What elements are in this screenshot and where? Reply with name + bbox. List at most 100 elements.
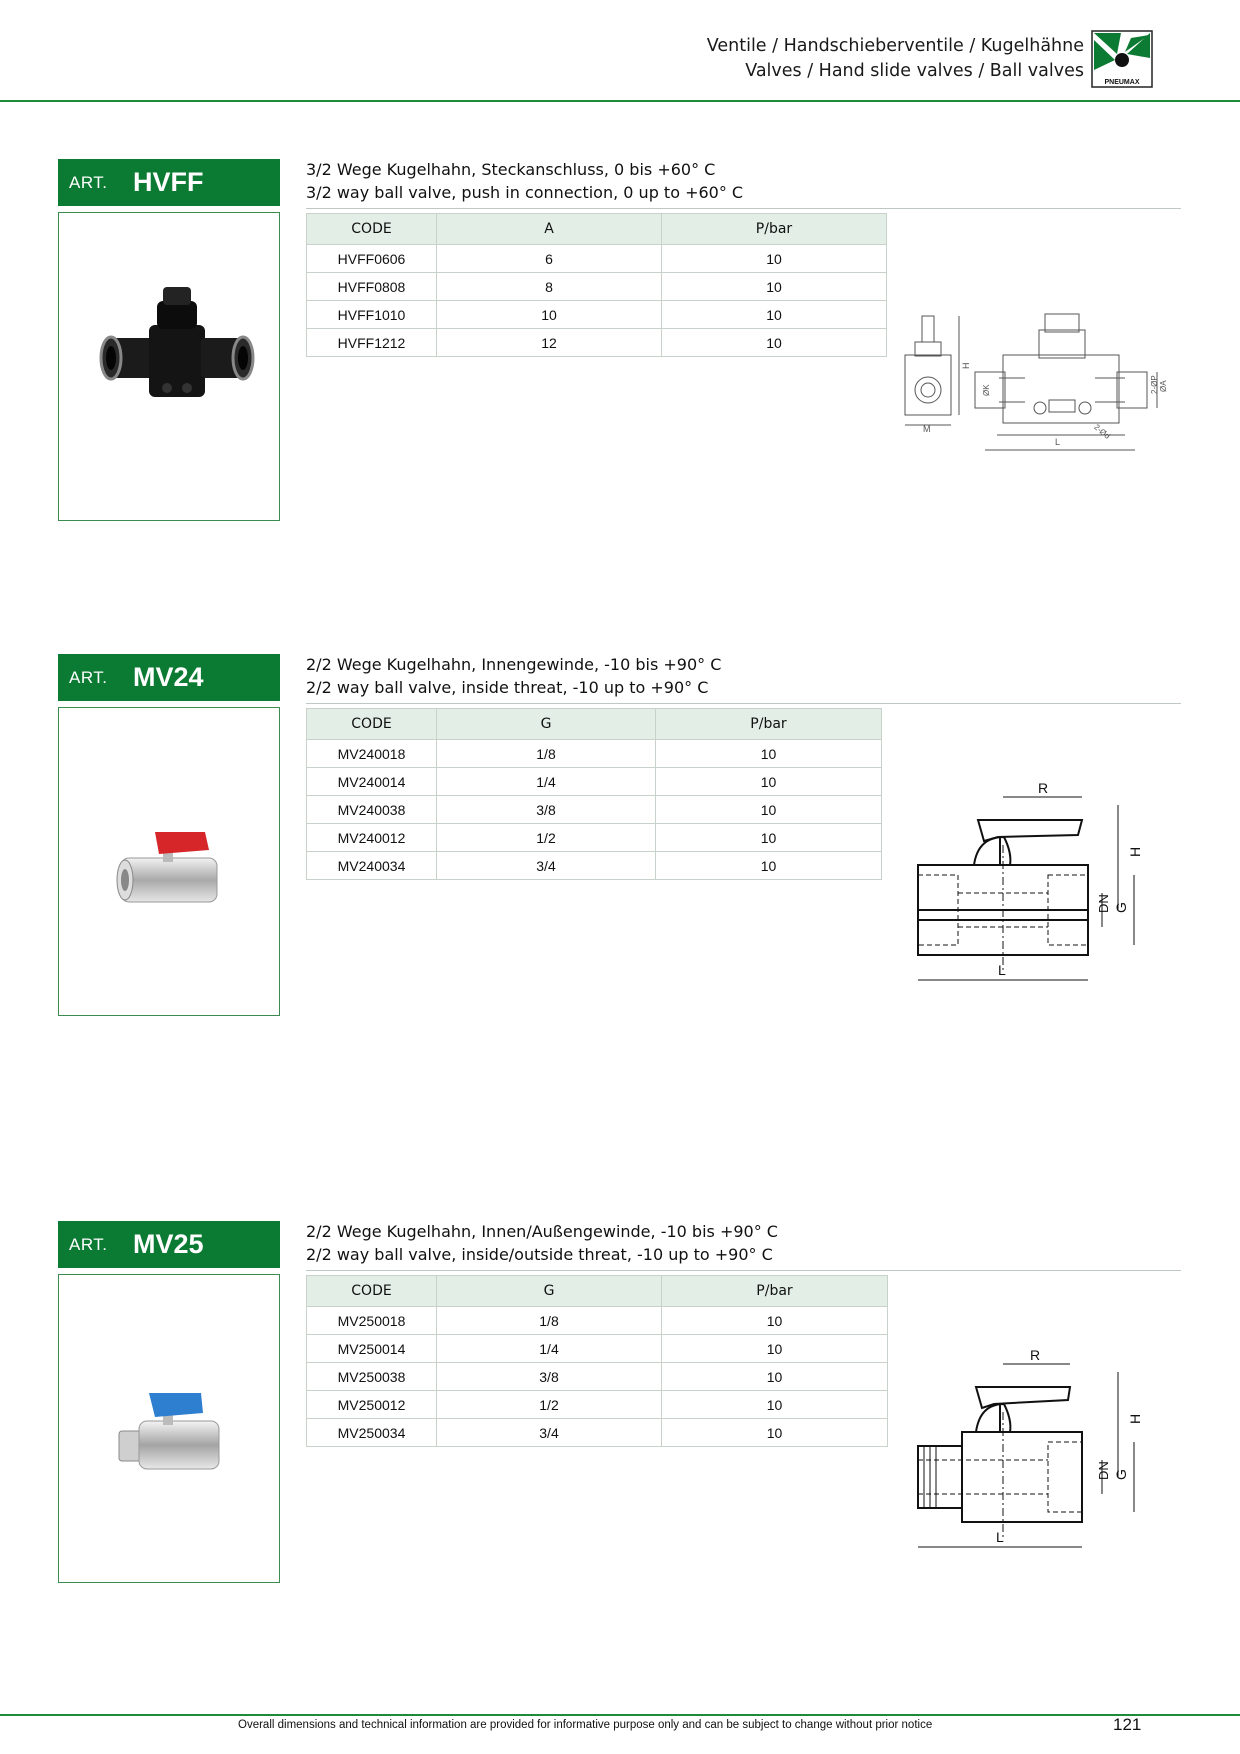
svg-text:DN: DN xyxy=(1096,1461,1111,1480)
svg-text:L: L xyxy=(998,962,1006,978)
cell-code: MV240038 xyxy=(306,795,437,824)
svg-text:R: R xyxy=(1030,1347,1040,1363)
svg-text:L: L xyxy=(1055,437,1060,447)
cell-value: 1/8 xyxy=(436,1306,662,1335)
description: 2/2 Wege Kugelhahn, Innengewinde, -10 bi… xyxy=(306,654,721,699)
description-de: 2/2 Wege Kugelhahn, Innen/Außengewinde, … xyxy=(306,1222,778,1241)
column-header: A xyxy=(436,213,662,245)
art-code: MV25 xyxy=(133,1229,204,1259)
cell-pressure: 10 xyxy=(655,795,882,824)
footer-rule xyxy=(0,1714,1240,1716)
cell-code: MV250014 xyxy=(306,1334,437,1363)
description: 2/2 Wege Kugelhahn, Innen/Außengewinde, … xyxy=(306,1221,778,1266)
cell-pressure: 10 xyxy=(661,1390,888,1419)
product-photo xyxy=(58,707,280,1016)
description-rule xyxy=(306,703,1181,704)
cell-pressure: 10 xyxy=(661,1334,888,1363)
svg-text:R: R xyxy=(1038,780,1048,796)
cell-value: 10 xyxy=(436,300,662,329)
pneumax-logo: PNEUMAX xyxy=(1091,30,1153,88)
cell-code: HVFF0808 xyxy=(306,272,437,301)
cell-pressure: 10 xyxy=(661,244,887,273)
cell-value: 12 xyxy=(436,328,662,357)
description-en: 3/2 way ball valve, push in connection, … xyxy=(306,182,744,202)
cell-pressure: 10 xyxy=(655,767,882,796)
description-de: 2/2 Wege Kugelhahn, Innengewinde, -10 bi… xyxy=(306,655,722,674)
hvff-valve-image xyxy=(99,287,255,397)
cell-pressure: 10 xyxy=(661,300,887,329)
table-header-row: CODE G P/bar xyxy=(306,708,882,740)
svg-text:ØK: ØK xyxy=(982,384,991,396)
svg-text:H: H xyxy=(1127,847,1143,857)
mv25-valve-image xyxy=(118,1393,220,1470)
cell-code: MV250018 xyxy=(306,1306,437,1335)
page-number: 121 xyxy=(1113,1715,1142,1734)
cell-code: HVFF1010 xyxy=(306,300,437,329)
header-title-en: Valves / Hand slide valves / Ball valves xyxy=(745,61,1084,81)
cell-value: 1/2 xyxy=(436,1390,662,1419)
description-rule xyxy=(306,1270,1181,1271)
page-header: Ventile / Handschieberventile / Kugelhäh… xyxy=(0,0,1240,102)
column-header: P/bar xyxy=(655,708,882,740)
art-tag: ART. MV25 xyxy=(58,1221,280,1268)
cell-code: HVFF0606 xyxy=(306,244,437,273)
svg-text:ØA: ØA xyxy=(1159,380,1168,392)
description-de: 3/2 Wege Kugelhahn, Steckanschluss, 0 bi… xyxy=(306,160,716,179)
cell-value: 1/8 xyxy=(436,739,656,768)
footer-disclaimer: Overall dimensions and technical informa… xyxy=(238,1719,933,1731)
product-photo xyxy=(58,212,280,521)
cell-code: MV240012 xyxy=(306,823,437,852)
cell-pressure: 10 xyxy=(661,328,887,357)
column-header: P/bar xyxy=(661,1275,888,1307)
cell-value: 1/2 xyxy=(436,823,656,852)
cell-pressure: 10 xyxy=(655,823,882,852)
cell-pressure: 10 xyxy=(661,1418,888,1447)
table-header-row: CODE A P/bar xyxy=(306,213,887,245)
art-label: ART. xyxy=(69,173,108,192)
art-code: MV24 xyxy=(133,662,204,692)
svg-text:L: L xyxy=(996,1529,1004,1545)
cell-value: 1/4 xyxy=(436,767,656,796)
cell-code: MV250038 xyxy=(306,1362,437,1391)
svg-text:M: M xyxy=(923,424,931,434)
column-header: CODE xyxy=(306,213,437,245)
column-header: CODE xyxy=(306,1275,437,1307)
column-header: P/bar xyxy=(661,213,887,245)
cell-code: MV250034 xyxy=(306,1418,437,1447)
column-header: G xyxy=(436,708,656,740)
mv24-technical-drawing: R H DN G L xyxy=(917,780,1143,981)
header-rule xyxy=(0,100,1240,102)
cell-value: 1/4 xyxy=(436,1334,662,1363)
art-tag: ART. HVFF xyxy=(58,159,280,206)
cell-pressure: 10 xyxy=(661,1306,888,1335)
svg-text:G: G xyxy=(1113,902,1129,913)
svg-text:2-ØP: 2-ØP xyxy=(1150,375,1159,394)
description-rule xyxy=(306,208,1181,209)
art-code: HVFF xyxy=(133,167,204,197)
cell-code: MV240034 xyxy=(306,851,437,880)
mv24-valve-image xyxy=(116,832,218,903)
cell-code: MV240014 xyxy=(306,767,437,796)
cell-value: 8 xyxy=(436,272,662,301)
description-en: 2/2 way ball valve, inside threat, -10 u… xyxy=(306,677,709,697)
column-header: G xyxy=(436,1275,662,1307)
cell-pressure: 10 xyxy=(661,272,887,301)
description: 3/2 Wege Kugelhahn, Steckanschluss, 0 bi… xyxy=(306,159,743,204)
svg-text:DN: DN xyxy=(1096,894,1111,913)
description-en: 2/2 way ball valve, inside/outside threa… xyxy=(306,1244,773,1264)
svg-text:H: H xyxy=(1127,1414,1143,1424)
cell-value: 3/4 xyxy=(436,851,656,880)
